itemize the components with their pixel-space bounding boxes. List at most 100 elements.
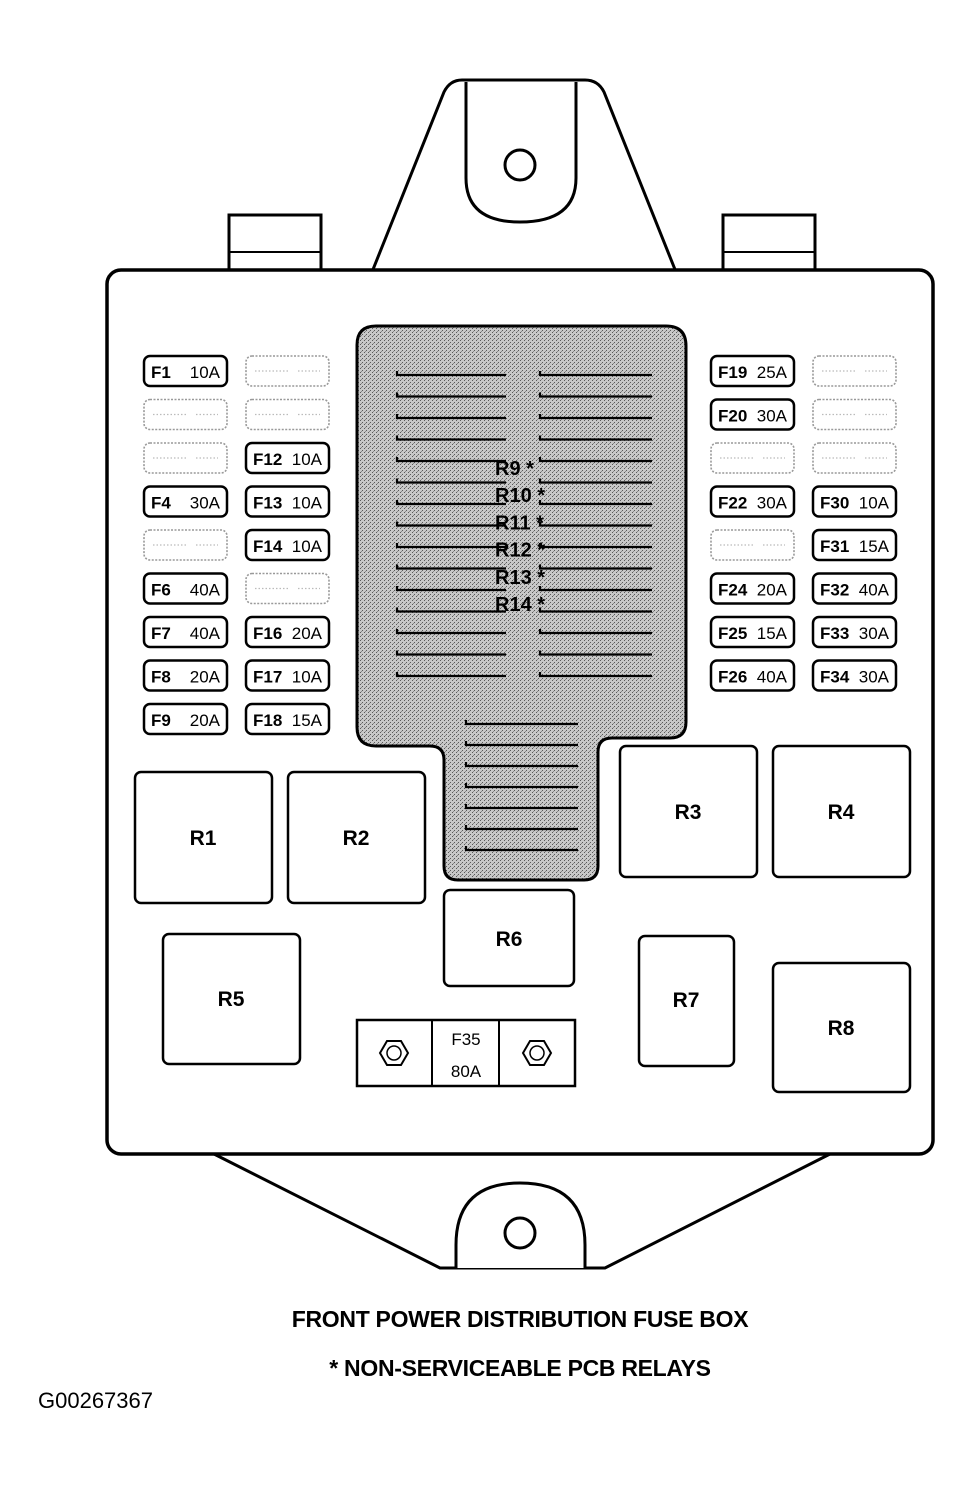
fuse-id: F16	[253, 624, 282, 643]
fuse-id: F17	[253, 668, 282, 687]
fuse-rating: 30A	[757, 407, 788, 426]
pcb-relay-label: R11 *	[495, 512, 544, 534]
fuse-F19[interactable]: F19 25A	[709, 354, 796, 388]
right-bolt-icon	[521, 1040, 553, 1066]
relay-label: R7	[673, 989, 700, 1012]
fuse-rating: 10A	[292, 668, 323, 687]
relay-label: R3	[675, 801, 702, 824]
relay-label: R2	[343, 827, 370, 850]
top-mounting-hole	[503, 148, 537, 182]
fuse-id: F22	[718, 494, 747, 513]
fuse-F30[interactable]: F30 10A	[811, 485, 898, 518]
pcb-relay-labels: R9 *R10 *R11 *R12 *R13 *R14 *	[495, 458, 545, 616]
empty-fuse-slot[interactable]	[812, 355, 897, 387]
relay-label: R1	[190, 827, 217, 850]
fuse-id: F18	[253, 711, 282, 730]
fuse-rating: 40A	[757, 668, 788, 687]
fuse-F16[interactable]: F16 20A	[244, 615, 331, 649]
fuse-rating: 10A	[859, 494, 890, 513]
empty-fuse-slot[interactable]	[143, 529, 228, 561]
empty-fuse-slot[interactable]	[245, 398, 330, 431]
fuse-id: F12	[253, 450, 282, 469]
fuse-F9[interactable]: F9 20A	[142, 702, 229, 736]
pcb-relay-label: R12 *	[495, 540, 545, 562]
fuse-rating: 15A	[292, 711, 323, 730]
empty-fuse-slot[interactable]	[143, 398, 228, 431]
fuse-id: F31	[820, 537, 849, 556]
relay-R8[interactable]: R8	[771, 961, 912, 1094]
fuse-id: F19	[718, 363, 747, 382]
relay-R3[interactable]: R3	[618, 744, 759, 879]
fuse-rating: 15A	[859, 537, 890, 556]
empty-fuse-slot[interactable]	[245, 355, 330, 387]
fuse-id: F9	[151, 711, 171, 730]
pcb-relay-label: R13 *	[495, 567, 545, 589]
relay-R2[interactable]: R2	[286, 770, 427, 905]
fuse-F26[interactable]: F26 40A	[709, 659, 796, 692]
fuse-rating: 40A	[859, 581, 890, 600]
fuse-rating: 10A	[292, 450, 323, 469]
relay-R4[interactable]: R4	[771, 744, 912, 879]
bottom-mounting-hole	[503, 1216, 537, 1250]
diagram-note: * NON-SERVICEABLE PCB RELAYS	[329, 1355, 711, 1381]
empty-fuse-slot[interactable]	[710, 529, 795, 561]
relay-R7[interactable]: R7	[637, 934, 736, 1068]
fuse-rating: 10A	[292, 494, 323, 513]
fuse-rating: 20A	[292, 624, 323, 643]
fuse-id: F8	[151, 668, 171, 687]
fuse-F17[interactable]: F17 10A	[244, 659, 331, 692]
relay-R5[interactable]: R5	[161, 932, 302, 1066]
fuse-rating: 20A	[757, 581, 788, 600]
fuse-rating: 10A	[292, 537, 323, 556]
fuse-F32[interactable]: F32 40A	[811, 572, 898, 605]
fuse-id: F7	[151, 624, 171, 643]
relay-label: R8	[828, 1017, 855, 1040]
fuse-F13[interactable]: F13 10A	[244, 485, 331, 518]
mega-fuse-id: F35	[451, 1030, 480, 1049]
fuse-rating: 25A	[757, 363, 788, 382]
fuse-id: F30	[820, 494, 849, 513]
fuse-F31[interactable]: F31 15A	[811, 528, 898, 562]
fuse-F18[interactable]: F18 15A	[244, 702, 331, 736]
fuse-F12[interactable]: F12 10A	[244, 441, 331, 475]
left-clip	[227, 213, 323, 272]
empty-fuse-slot[interactable]	[143, 442, 228, 474]
fuse-id: F32	[820, 581, 849, 600]
figure-code: G00267367	[38, 1388, 153, 1413]
fuse-id: F33	[820, 624, 849, 643]
empty-fuse-slot[interactable]	[245, 572, 330, 605]
fuse-rating: 20A	[190, 711, 221, 730]
relay-R6[interactable]: R6	[442, 888, 576, 988]
mega-fuse-F35[interactable]: F35 80A	[355, 1018, 577, 1088]
fuse-rating: 30A	[859, 668, 890, 687]
fuse-id: F24	[718, 581, 748, 600]
pcb-slots	[395, 371, 652, 852]
fuse-id: F25	[718, 624, 747, 643]
fuse-id: F26	[718, 668, 747, 687]
right-clip	[721, 213, 817, 272]
mega-fuse-rating: 80A	[451, 1062, 482, 1081]
fuse-F24[interactable]: F24 20A	[709, 572, 796, 605]
left-bolt-icon	[378, 1040, 410, 1066]
relay-label: R6	[496, 928, 523, 951]
empty-fuse-slot[interactable]	[710, 442, 795, 474]
fuse-id: F13	[253, 494, 282, 513]
empty-fuse-slot[interactable]	[812, 442, 897, 474]
relay-label: R5	[218, 988, 245, 1011]
fuse-id: F6	[151, 581, 171, 600]
empty-fuse-slot[interactable]	[812, 398, 897, 431]
relay-R1[interactable]: R1	[133, 770, 274, 905]
